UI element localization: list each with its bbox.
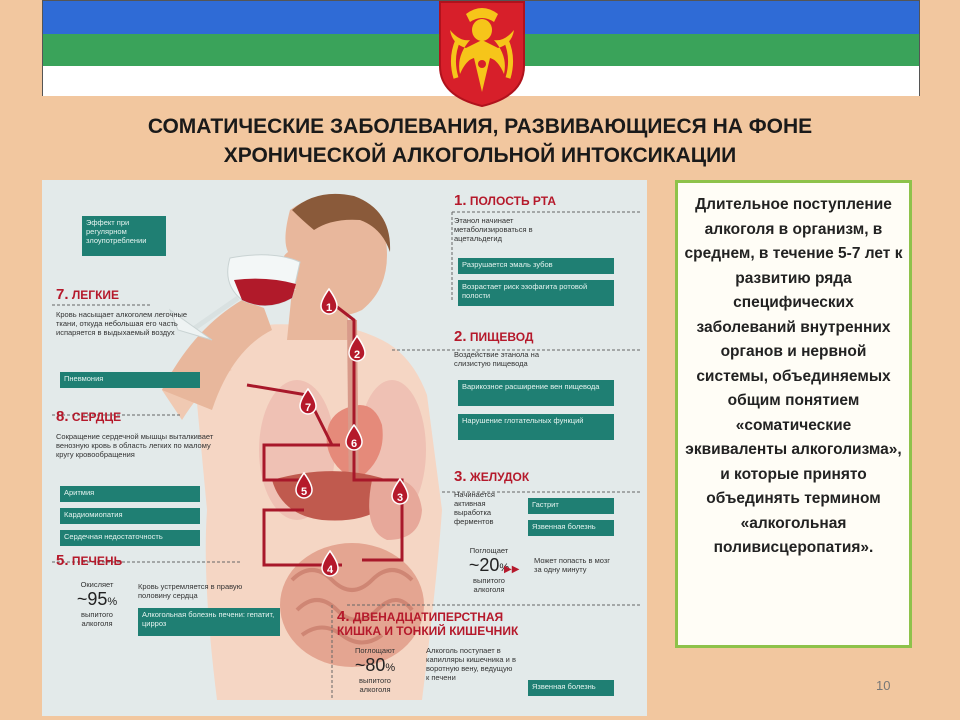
s8-box2: Кардиомиопатия — [60, 508, 200, 524]
s4-box1: Язвенная болезнь — [528, 680, 614, 696]
s3-brain: Может попасть в мозг за одну минуту — [534, 556, 611, 574]
marker-2-label: 2 — [354, 349, 360, 361]
s4-absorb-label: Поглощают — [354, 646, 395, 655]
s5-pct: % — [107, 596, 118, 608]
title-line-2: ХРОНИЧЕСКОЙ АЛКОГОЛЬНОЙ ИНТОКСИКАЦИИ — [223, 144, 737, 167]
marker-7-icon: 7 — [299, 388, 317, 415]
s8-num: 8. — [56, 408, 69, 425]
marker-5-icon: 5 — [295, 472, 313, 499]
s4-title-line2: КИШКА И ТОНКИЙ КИШЕЧНИК — [337, 624, 519, 638]
marker-1-icon: 1 — [320, 288, 338, 315]
s3-drink-label: выпитого алкоголя — [473, 576, 505, 594]
s3-text: Начинается активная выработка ферментов — [454, 490, 495, 526]
s5-oxid-label: Окисляет — [80, 580, 114, 589]
s7-box1: Пневмония — [60, 372, 200, 388]
s2-title: ПИЩЕВОД — [469, 330, 534, 344]
s5-box1: Алкогольная болезнь печени: гепатит, цир… — [138, 608, 280, 636]
s3-box1: Гастрит — [528, 498, 614, 514]
s5-value: ~95 — [76, 589, 108, 609]
infographic-panel: Эффект при регулярном злоупотреблении 1.… — [42, 180, 647, 716]
s4-value: ~80 — [354, 655, 386, 675]
s4-pct: % — [385, 662, 396, 674]
marker-2-icon: 2 — [348, 335, 366, 362]
marker-4-icon: 4 — [321, 550, 339, 577]
s8-box3: Сердечная недостаточность — [60, 530, 200, 546]
marker-6-label: 6 — [351, 438, 357, 450]
s7-num: 7. — [56, 286, 69, 303]
marker-6-icon: 6 — [345, 424, 363, 451]
arrow-right-icon: ▶▶ — [504, 564, 520, 575]
side-text: Длительное поступление алкоголя в органи… — [684, 196, 903, 556]
s5-oxidize: Окисляет ~95% выпитого алкоголя — [62, 580, 132, 628]
s4-title-line1: ДВЕНАДЦАТИПЕРСТНАЯ — [352, 610, 504, 624]
s1-box2: Возрастает риск эзофагита ротовой полост… — [458, 280, 614, 306]
section-esophagus: 2. ПИЩЕВОД Воздействие этанола на слизис… — [454, 328, 634, 368]
side-text-box: Длительное поступление алкоголя в органи… — [675, 180, 912, 648]
s1-title: ПОЛОСТЬ РТА — [469, 194, 557, 208]
marker-5-label: 5 — [301, 486, 307, 498]
s5-title: ПЕЧЕНЬ — [71, 554, 123, 568]
s8-box1: Аритмия — [60, 486, 200, 502]
section-stomach: 3. ЖЕЛУДОК Начинается активная выработка… — [454, 468, 634, 526]
s7-text: Кровь насыщает алкоголем легочные ткани,… — [56, 310, 188, 337]
s5-drink-label: выпитого алкоголя — [81, 610, 113, 628]
s1-text: Этанол начинает метаболизироваться в аце… — [454, 216, 533, 243]
page-number: 10 — [876, 678, 891, 693]
legend-box: Эффект при регулярном злоупотреблении — [82, 216, 166, 256]
s2-text: Воздействие этанола на слизистую пищевод… — [454, 350, 539, 368]
section-intestine: 4. ДВЕНАДЦАТИПЕРСТНАЯ КИШКА И ТОНКИЙ КИШ… — [337, 608, 597, 638]
marker-7-label: 7 — [305, 402, 311, 414]
s2-box1: Варикозное расширение вен пищевода — [458, 380, 614, 406]
marker-3-icon: 3 — [391, 478, 409, 505]
s3-absorb: Поглощает ~20% выпитого алкоголя — [454, 546, 524, 594]
s2-num: 2. — [454, 328, 467, 345]
s1-box1: Разрушается эмаль зубов — [458, 258, 614, 274]
s4-text: Алкоголь поступает в капилляры кишечника… — [426, 646, 516, 682]
s4-absorb: Поглощают ~80% выпитого алкоголя — [342, 646, 408, 694]
s3-box2: Язвенная болезнь — [528, 520, 614, 536]
page-title: СОМАТИЧЕСКИЕ ЗАБОЛЕВАНИЯ, РАЗВИВАЮЩИЕСЯ … — [60, 112, 900, 170]
marker-3-label: 3 — [397, 492, 403, 504]
s5-text: Кровь устремляется в правую половину сер… — [138, 582, 243, 600]
coat-of-arms-icon — [439, 1, 525, 108]
human-body-illustration — [52, 193, 642, 700]
marker-1-label: 1 — [326, 302, 332, 314]
s7-title: ЛЕГКИЕ — [71, 288, 120, 302]
s3-num: 3. — [454, 468, 467, 485]
section-oral-cavity: 1. ПОЛОСТЬ РТА Этанол начинает метаболиз… — [454, 192, 634, 243]
s3-title: ЖЕЛУДОК — [469, 470, 530, 484]
s2-box2: Нарушение глотательных функций — [458, 414, 614, 440]
s4-num: 4. — [337, 608, 350, 625]
section-lungs: 7. ЛЕГКИЕ Кровь насыщает алкоголем легоч… — [56, 286, 226, 337]
s3-pct: % — [499, 562, 510, 574]
s1-num: 1. — [454, 192, 467, 209]
s3-value: ~20 — [468, 555, 500, 575]
s3-absorb-label: Поглощает — [469, 546, 509, 555]
s8-title: СЕРДЦЕ — [71, 410, 122, 424]
section-liver: 5. ПЕЧЕНЬ — [56, 552, 256, 569]
title-line-1: СОМАТИЧЕСКИЕ ЗАБОЛЕВАНИЯ, РАЗВИВАЮЩИЕСЯ … — [147, 115, 813, 138]
s4-drink-label: выпитого алкоголя — [359, 676, 391, 694]
s5-num: 5. — [56, 552, 69, 569]
marker-4-label: 4 — [327, 564, 334, 576]
section-heart: 8. СЕРДЦЕ Сокращение сердечной мышцы выт… — [56, 408, 236, 459]
s8-text: Сокращение сердечной мышцы выталкивает в… — [56, 432, 214, 459]
